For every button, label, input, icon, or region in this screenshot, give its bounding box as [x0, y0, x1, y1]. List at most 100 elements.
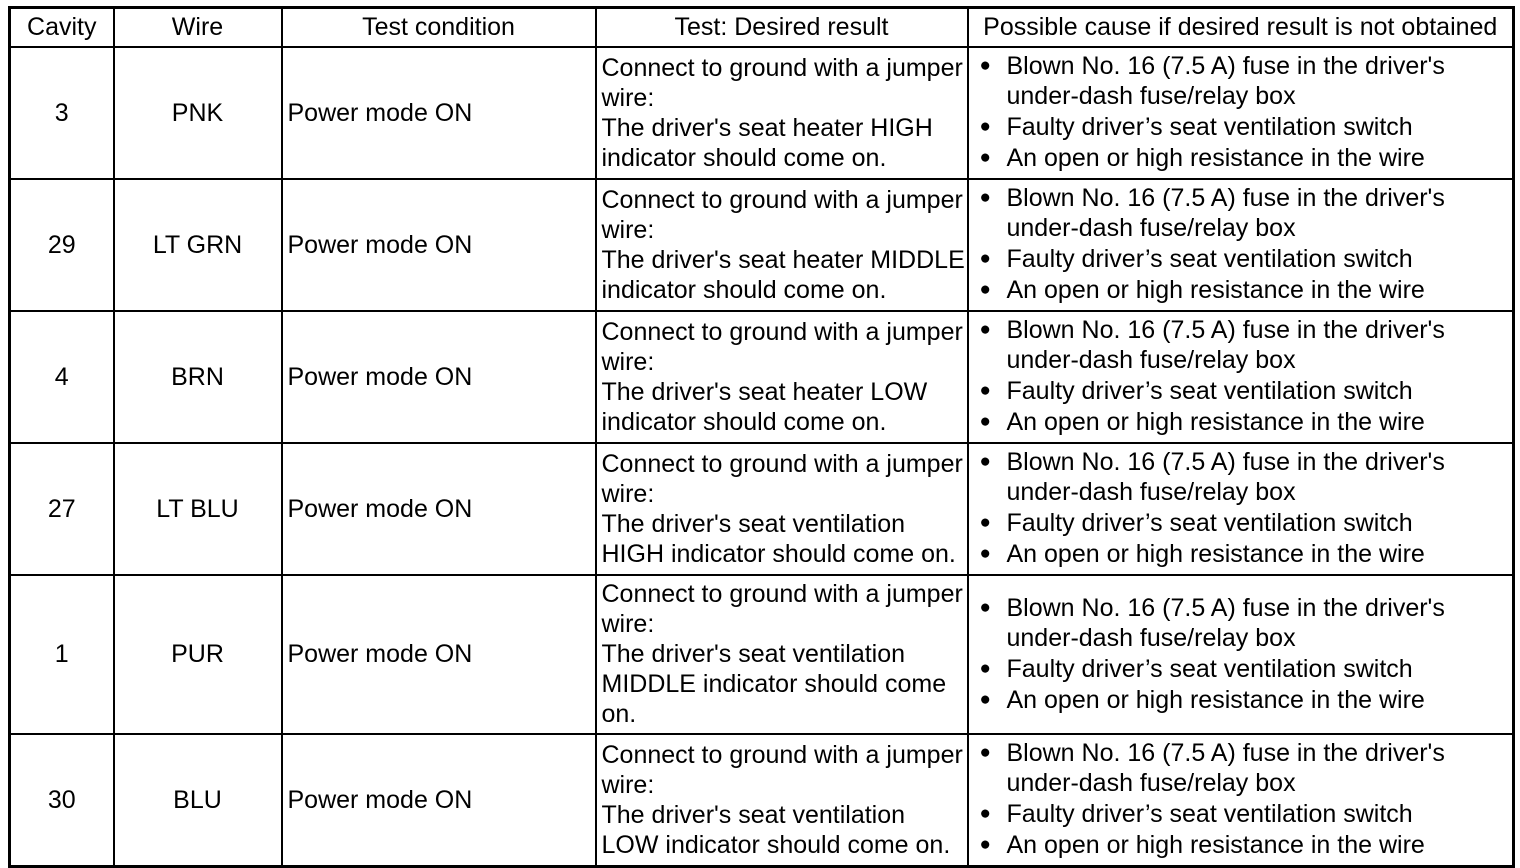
cell-cavity: 30: [8, 733, 115, 868]
possible-cause-item: ● An open or high resistance in the wire: [974, 143, 1508, 173]
possible-cause-list: ● Blown No. 16 (7.5 A) fuse in the driver…: [974, 315, 1508, 437]
possible-cause-item: ●Blown No. 16 (7.5 A) fuse in the driver…: [974, 51, 1508, 111]
possible-cause-item: ●An open or high resistance in the wire: [974, 407, 1508, 437]
bullet-icon: ●: [979, 380, 991, 401]
desired-result-line: Connect to ground with a jumper: [601, 580, 963, 608]
possible-cause-text-continued: under-dash fuse/relay box: [1006, 82, 1296, 110]
bullet-icon: ●: [979, 319, 991, 340]
desired-result-line: Connect to ground with a jumper: [601, 53, 963, 82]
cell-wire: PUR: [112, 574, 283, 735]
possible-cause-list: ● Blown No. 16 (7.5 A) fuse in the driver…: [974, 183, 1508, 305]
desired-result-line: on.: [601, 700, 637, 728]
possible-cause-list: ● Blown No. 16 (7.5 A) fuse in the driver…: [974, 51, 1508, 173]
possible-cause-item: ● Blown No. 16 (7.5 A) fuse in the driver…: [974, 738, 1508, 798]
cell-possible-cause: ● Blown No. 16 (7.5 A) fuse in the driver…: [966, 733, 1515, 868]
table-header: Cavity Wire Test condition Test: Desired…: [8, 6, 1515, 48]
possible-cause-text-continued: under-dash fuse/relay box: [1006, 478, 1296, 506]
cell-possible-cause: ● Blown No. 16 (7.5 A) fuse in the driver…: [966, 178, 1515, 312]
cell-cavity: 1: [8, 574, 115, 735]
cell-test-condition: Power mode ON: [280, 442, 597, 576]
desired-result-line: Connect to ground with a jumper: [601, 185, 963, 214]
cell-possible-cause: ●Blown No. 16 (7.5 A) fuse in the driver…: [966, 442, 1515, 576]
possible-cause-list: ● Blown No. 16 (7.5 A) fuse in the driver…: [974, 738, 1508, 860]
bullet-icon: ●: [979, 187, 991, 208]
possible-cause-text: An open or high resistance in the wire: [1006, 685, 1425, 714]
bullet-icon: ●: [979, 116, 991, 137]
desired-result-line: indicator should come on.: [601, 407, 887, 436]
possible-cause-text: Blown No. 16 (7.5 A) fuse in the driver'…: [1006, 593, 1445, 622]
desired-result-line: Connect to ground with a jumper: [601, 740, 963, 769]
possible-cause-text: An open or high resistance in the wire: [1006, 144, 1425, 172]
possible-cause-item: ●Faulty driver’s seat ventilation switch: [974, 799, 1508, 829]
possible-cause-text: Faulty driver’s seat ventilation switch: [1006, 800, 1413, 828]
column-header-cause: Possible cause if desired result is not …: [966, 6, 1515, 48]
desired-result-line: The driver's seat ventilation: [601, 640, 906, 668]
cell-possible-cause: ● Blown No. 16 (7.5 A) fuse in the driver…: [966, 46, 1515, 180]
desired-result-line: The driver's seat heater MIDDLE: [601, 245, 965, 274]
desired-result-line: wire:: [601, 770, 655, 799]
possible-cause-item: ●An open or high resistance in the wire: [974, 539, 1508, 569]
diagnostic-test-table: Cavity Wire Test condition Test: Desired…: [8, 6, 1515, 868]
cell-possible-cause: ● Blown No. 16 (7.5 A) fuse in the driver…: [966, 310, 1515, 444]
bullet-icon: ●: [979, 248, 991, 269]
cell-wire: LT GRN: [112, 178, 283, 312]
desired-result-line: MIDDLE indicator should come: [601, 670, 947, 698]
bullet-icon: ●: [979, 411, 991, 432]
possible-cause-text: An open or high resistance in the wire: [1006, 276, 1425, 304]
bullet-icon: ●: [979, 596, 991, 618]
desired-result-line: Connect to ground with a jumper: [601, 317, 963, 346]
possible-cause-list: ● Blown No. 16 (7.5 A) fuse in the driver…: [974, 593, 1508, 715]
desired-result-line: The driver's seat ventilation: [601, 509, 906, 538]
possible-cause-text: Faulty driver’s seat ventilation switch: [1006, 113, 1413, 141]
bullet-icon: ●: [979, 543, 991, 564]
cell-test-condition: Power mode ON: [280, 178, 597, 312]
desired-result-line: HIGH indicator should come on.: [601, 539, 956, 568]
bullet-icon: ●: [979, 279, 991, 300]
bullet-icon: ●: [979, 657, 991, 679]
desired-result-line: indicator should come on.: [601, 143, 887, 172]
possible-cause-item: ● Faulty driver’s seat ventilation switch: [974, 508, 1508, 538]
cell-cavity: 3: [8, 46, 115, 180]
desired-result-line: The driver's seat heater HIGH: [601, 113, 933, 142]
desired-result-line: indicator should come on.: [601, 275, 887, 304]
desired-result-line: wire:: [601, 83, 655, 112]
column-header-condition: Test condition: [280, 6, 597, 48]
possible-cause-item: ● Faulty driver’s seat ventilation switch: [974, 112, 1508, 142]
possible-cause-item: ● Blown No. 16 (7.5 A) fuse in the driver…: [974, 183, 1508, 243]
possible-cause-text-continued: under-dash fuse/relay box: [1006, 769, 1296, 797]
desired-result-line: wire:: [601, 479, 655, 508]
header-row: Cavity Wire Test condition Test: Desired…: [8, 6, 1515, 48]
desired-result-line: The driver's seat ventilation: [601, 800, 906, 829]
column-header-wire: Wire: [112, 6, 283, 48]
possible-cause-text-continued: under-dash fuse/relay box: [1006, 623, 1296, 652]
cell-possible-cause: ● Blown No. 16 (7.5 A) fuse in the driver…: [966, 574, 1515, 735]
possible-cause-text-continued: under-dash fuse/relay box: [1006, 214, 1296, 242]
bullet-icon: ●: [979, 742, 991, 763]
possible-cause-text: Blown No. 16 (7.5 A) fuse in the driver'…: [1006, 316, 1445, 344]
possible-cause-text: Faulty driver’s seat ventilation switch: [1006, 509, 1413, 537]
cell-wire: LT BLU: [112, 442, 283, 576]
bullet-icon: ●: [979, 147, 991, 168]
bullet-icon: ●: [979, 512, 991, 533]
desired-result-line: wire:: [601, 215, 655, 244]
possible-cause-text: Blown No. 16 (7.5 A) fuse in the driver'…: [1006, 184, 1445, 212]
possible-cause-text: Blown No. 16 (7.5 A) fuse in the driver'…: [1006, 52, 1445, 80]
bullet-icon: ●: [979, 834, 991, 855]
desired-result-line: LOW indicator should come on.: [601, 830, 951, 859]
possible-cause-list: ●Blown No. 16 (7.5 A) fuse in the driver…: [974, 447, 1508, 569]
possible-cause-item: ● Blown No. 16 (7.5 A) fuse in the driver…: [974, 315, 1508, 375]
cell-test-condition: Power mode ON: [280, 574, 597, 735]
possible-cause-text: Blown No. 16 (7.5 A) fuse in the driver'…: [1006, 739, 1445, 767]
bullet-icon: ●: [979, 688, 991, 710]
